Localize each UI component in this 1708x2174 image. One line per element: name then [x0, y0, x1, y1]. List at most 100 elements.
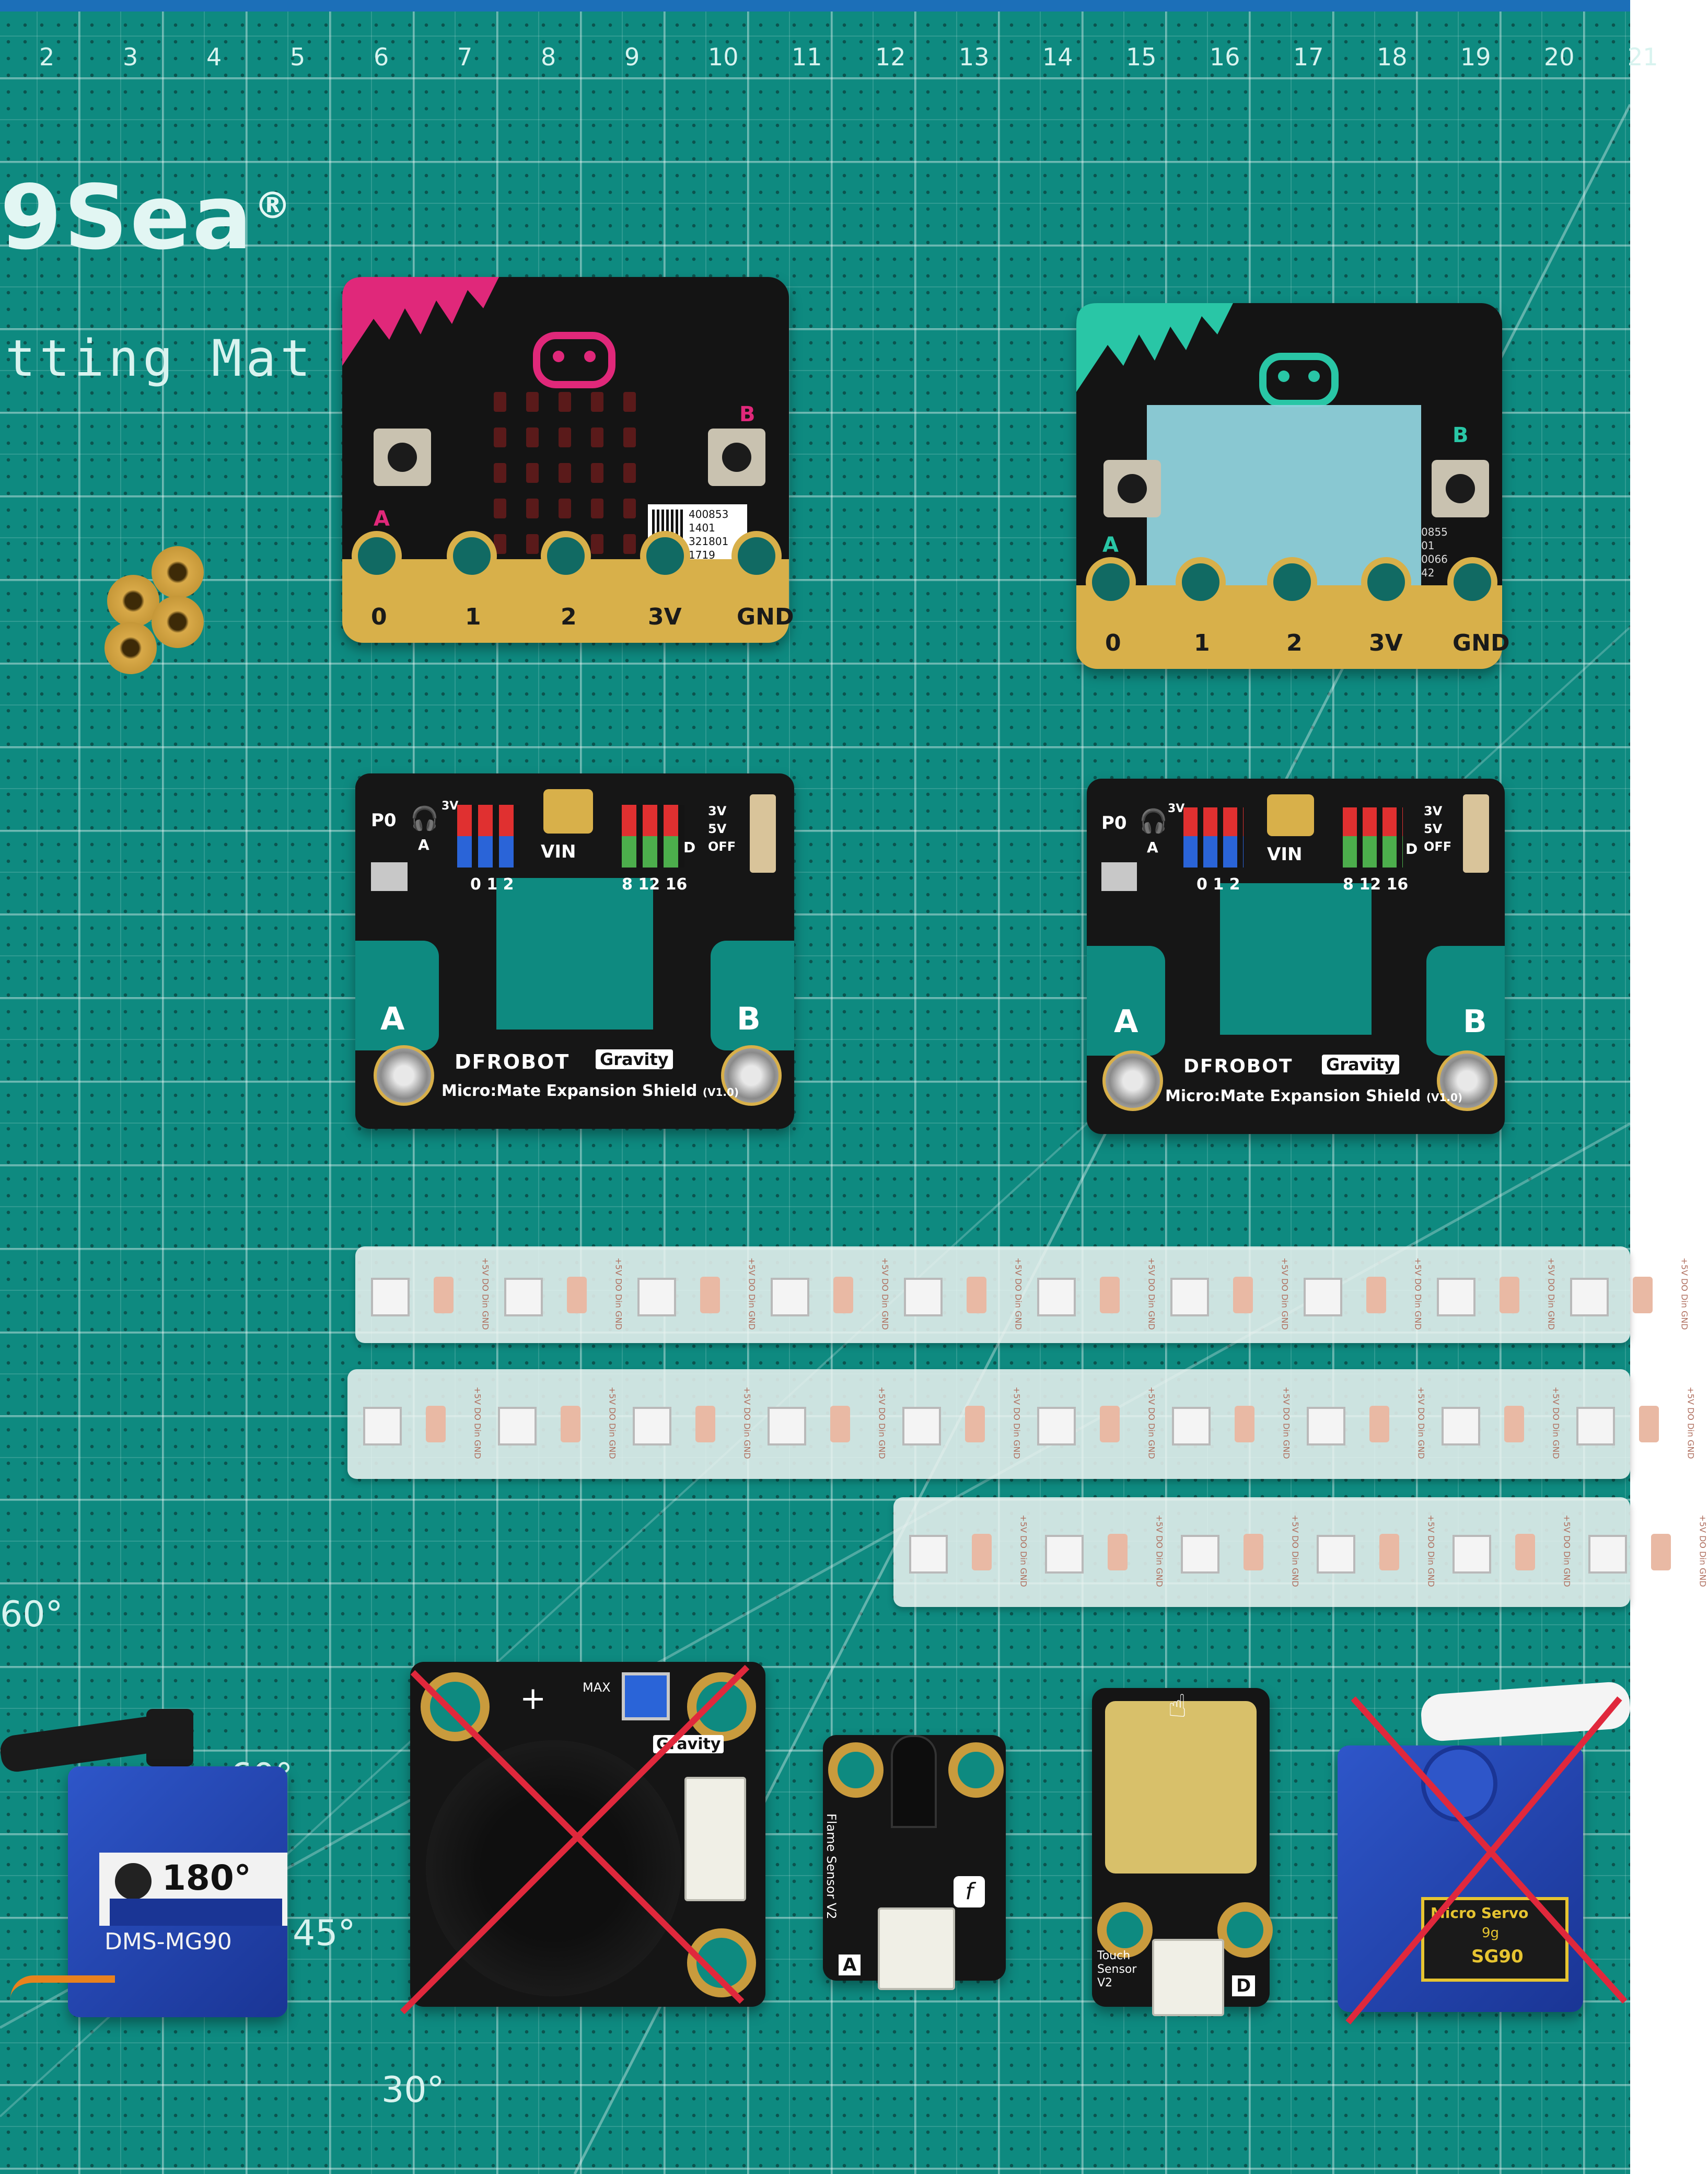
led-strip-label: +5V DO Din GND	[1698, 1514, 1708, 1587]
led-strip-label: +5V DO Din GND	[472, 1386, 483, 1459]
small-d-label: D	[683, 839, 696, 856]
pin-label-gnd-left: GND	[737, 604, 794, 630]
mount-hole	[828, 1742, 884, 1798]
label-a-right: A	[1102, 533, 1119, 557]
led-strip-3: +5V DO Din GND+5V DO Din GND+5V DO Din G…	[893, 1497, 1708, 1607]
led-chip	[1037, 1407, 1076, 1446]
led	[559, 499, 571, 518]
ruler-number: 19	[1460, 43, 1491, 71]
pin-1-left[interactable]	[447, 531, 497, 581]
pins-left-label: 0 1 2	[470, 875, 514, 894]
led-strip-label: +5V DO Din GND	[1012, 1386, 1022, 1459]
led-chip	[1453, 1535, 1491, 1574]
pins-right-label-right: 8 12 16	[1343, 875, 1409, 894]
screw-a-left	[374, 1045, 434, 1106]
shield-notch-right-r	[1426, 946, 1505, 1056]
power-switch-right[interactable]	[1463, 794, 1489, 873]
small-3v-label: 3V	[441, 800, 459, 813]
pin-gnd-left[interactable]	[731, 531, 782, 581]
microbit-accent-right	[1076, 303, 1233, 392]
volume-potentiometer[interactable]	[622, 1672, 670, 1720]
shield-cutout	[496, 878, 653, 1030]
led	[494, 463, 506, 483]
button-a-right[interactable]	[1103, 460, 1161, 517]
ruler-number: 18	[1377, 43, 1408, 71]
led-resistor	[567, 1276, 587, 1313]
edge-connector-right: 0 1 2 3V GND	[1076, 557, 1509, 669]
flame-port: A	[839, 1955, 861, 1975]
led-chip	[909, 1535, 948, 1574]
ruler-number: 21	[1628, 43, 1658, 71]
ruler-number: 14	[1042, 43, 1073, 71]
led-resistor	[967, 1276, 986, 1313]
flame-sensor-diode	[891, 1735, 937, 1828]
microbit-board-left: A B 400853 1401 321801 1719 0 1 2 3V GND	[342, 277, 794, 643]
p0-label-right: P0	[1101, 813, 1127, 834]
led-strip-label: +5V DO Din GND	[1413, 1257, 1423, 1330]
dfrobot-logo: DFROBOT	[455, 1050, 570, 1073]
pin-2-left[interactable]	[541, 531, 591, 581]
small-a-label: A	[418, 836, 429, 853]
label-b-right: B	[1453, 423, 1469, 447]
touch-connector[interactable]	[1152, 1939, 1224, 2016]
pin-3v-right[interactable]	[1361, 557, 1411, 607]
edge-connector-left: 0 1 2 3V GND	[342, 531, 794, 643]
led-chip	[768, 1407, 806, 1446]
shield-label-a-right: A	[1114, 1003, 1138, 1040]
ruler-number: 15	[1126, 43, 1157, 71]
screw-b-left	[721, 1045, 782, 1106]
led	[559, 392, 571, 412]
led	[526, 534, 539, 554]
max-label: MAX	[583, 1680, 611, 1695]
led-resistor	[1651, 1534, 1671, 1570]
pin-0-left[interactable]	[352, 531, 402, 581]
led-resistor	[1379, 1534, 1399, 1570]
pin-label-1-left: 1	[465, 604, 481, 630]
button-b-left[interactable]	[708, 429, 765, 486]
led-chip	[363, 1407, 402, 1446]
pin-label-1-right: 1	[1194, 630, 1210, 656]
led-strip-label: +5V DO Din GND	[1551, 1386, 1561, 1459]
flame-sensor-module: Flame Sensor V2 f A	[823, 1735, 1006, 1990]
touch-pad[interactable]	[1105, 1701, 1257, 1874]
regulator-chip-right	[1101, 862, 1137, 891]
pin-gnd-right[interactable]	[1447, 557, 1497, 607]
header-blue-left-r	[1183, 836, 1244, 868]
button-a-left[interactable]	[374, 429, 431, 486]
button-b-right[interactable]	[1432, 460, 1489, 517]
led	[559, 427, 571, 447]
led-strip-label: +5V DO Din GND	[1146, 1386, 1157, 1459]
pin-0-right[interactable]	[1086, 557, 1136, 607]
finger-icon: ☝	[1168, 1688, 1187, 1725]
led-chip	[504, 1277, 543, 1316]
pin-3v-left[interactable]	[640, 531, 690, 581]
usb-port[interactable]	[543, 789, 593, 834]
ruler-number: 9	[624, 43, 640, 71]
mat-subtitle: tting Mat	[5, 329, 315, 388]
red-cross-speaker	[400, 1664, 750, 2015]
led-strip-1: +5V DO Din GND+5V DO Din GND+5V DO Din G…	[355, 1246, 1690, 1343]
power-switch[interactable]	[750, 794, 776, 873]
led-strip-label: +5V DO Din GND	[1154, 1514, 1165, 1587]
usb-port-right[interactable]	[1267, 794, 1314, 836]
led-resistor	[561, 1406, 580, 1442]
pin-1-right[interactable]	[1176, 557, 1226, 607]
led-resistor	[1235, 1406, 1254, 1442]
speaker-connector[interactable]	[684, 1777, 746, 1901]
serial-sticker-right: 0855 01 0066 42	[1421, 526, 1448, 579]
pins-right-label: 8 12 16	[622, 875, 688, 894]
label-b-left: B	[739, 402, 756, 426]
shield-name-right: Micro:Mate Expansion Shield (V1.0)	[1165, 1087, 1463, 1105]
microbit-board-right: A B 0855 01 0066 42 0 1 2 3V GND	[1076, 303, 1509, 669]
led	[623, 499, 636, 518]
pin-label-0-right: 0	[1105, 630, 1121, 656]
pin-2-right[interactable]	[1267, 557, 1317, 607]
pin-label-0-left: 0	[371, 604, 387, 630]
flame-connector[interactable]	[878, 1907, 955, 1990]
led-strip-label: +5V DO Din GND	[607, 1386, 618, 1459]
led	[591, 499, 603, 518]
